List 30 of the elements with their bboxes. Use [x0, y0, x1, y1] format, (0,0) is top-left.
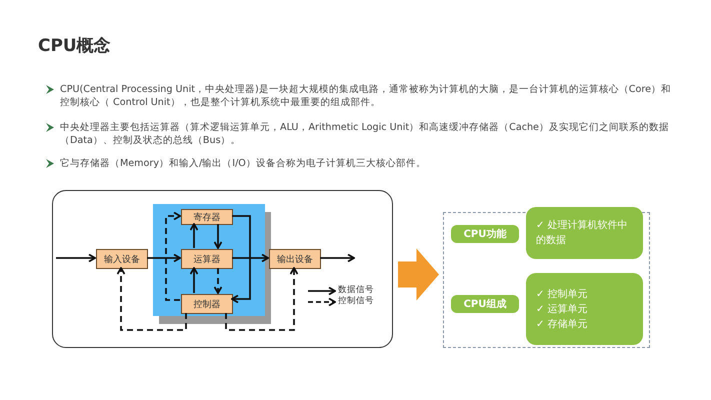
heading-box: CPU功能: [451, 225, 519, 243]
arrow: [116, 267, 187, 331]
unit-box: 输入设备: [96, 249, 148, 269]
list-box: ✓ 控制单元 ✓ 运算单元 ✓ 存储单元: [526, 273, 643, 345]
cpu-area: [153, 204, 265, 316]
bullet-text: 中央处理器主要包括运算器（算术逻辑运算单元，ALU，Arithmetic Logic Unit）和高速缓冲存储器（Cache）及实现它们之间联系的数据（Data）、控制及状态的总线（Bus）。: [60, 121, 670, 147]
arrow: [190, 267, 198, 293]
arrow: [225, 267, 298, 331]
arrow: [165, 212, 181, 301]
list-box: ✓ 处理计算机软件中的数据: [526, 207, 643, 259]
arrow: [231, 215, 251, 304]
bullet-text: 它与存储器（Memory）和输入/输出（I/O）设备合称为电子计算机三大核心部件。: [60, 157, 427, 170]
diagram-frame: [52, 190, 393, 348]
unit-box: 寄存器: [181, 209, 233, 225]
legend-label: 控制信号: [338, 296, 374, 307]
arrow: [320, 254, 355, 262]
unit-box: 运算器: [181, 249, 233, 269]
arrow: [232, 254, 269, 262]
arrow: [56, 254, 96, 262]
unit-box: 控制器: [181, 294, 233, 314]
arrow: [190, 223, 198, 248]
block-arrow: [398, 248, 439, 300]
bullet-text: CPU(Central Processing Unit，中央处理器)是一块超大规模的集成电路，通常被称为计算机的大脑，是一台计算机的运算核心（Core）和控制核心（ Control Unit），也是整个计算机系统中最重要的组成部件。: [60, 83, 672, 109]
arrow: [214, 268, 222, 294]
arrow: [147, 254, 181, 262]
heading-box: CPU组成: [451, 295, 519, 313]
title: CPU概念: [38, 35, 111, 57]
unit-box: 输出设备: [269, 249, 321, 269]
arrow: [214, 224, 222, 249]
legend-label: 数据信号: [338, 285, 374, 296]
